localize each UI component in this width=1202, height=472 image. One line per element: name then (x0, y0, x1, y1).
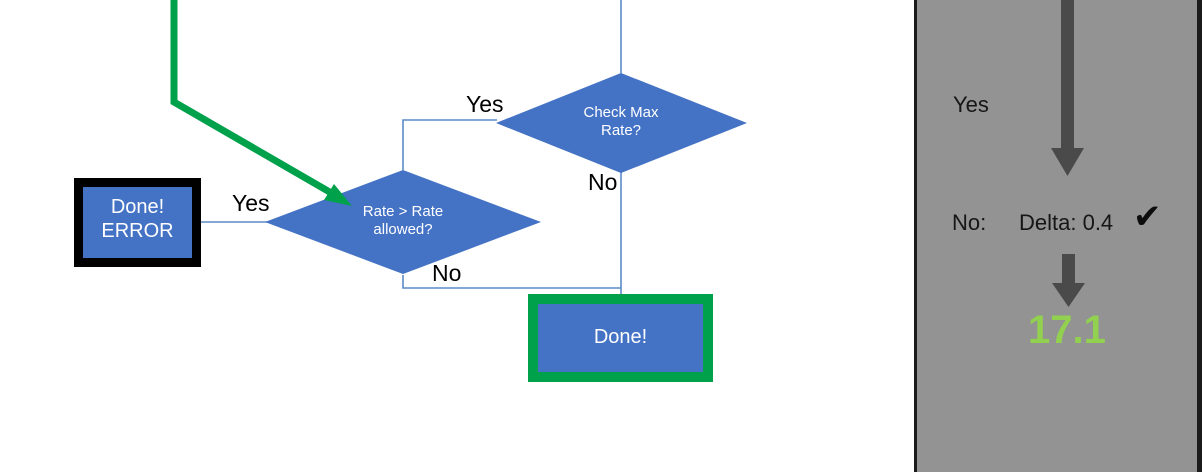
panel-arrow-long (1051, 0, 1084, 176)
node-done-error[interactable] (83, 187, 192, 258)
panel-arrow-short (1052, 254, 1085, 307)
edge-label-yes-rate-allowed: Yes (232, 190, 270, 216)
panel-branch-no-label: No: (952, 210, 987, 235)
node-done[interactable] (538, 304, 703, 372)
green-highlight-arrowhead (324, 184, 352, 206)
edge-label-yes-check-max-rate: Yes (466, 91, 504, 117)
panel-graphics (1051, 0, 1085, 307)
panel-result-value: 17.1 (1028, 308, 1106, 352)
connector-no-rate-allowed (402, 275, 621, 289)
flowchart-graphics (74, 0, 747, 382)
connector-yes-check-max-rate (402, 119, 497, 170)
flowchart-canvas: Check Max Rate? Rate > Rate allowed? Don… (74, 0, 747, 382)
panel-delta-value: Delta: 0.4 (1019, 210, 1114, 235)
edge-label-no-check-max-rate: No (588, 169, 618, 195)
node-check-max-rate[interactable] (496, 73, 747, 173)
node-rate-gt-rate-allowed[interactable] (265, 170, 541, 274)
edge-label-no-rate-allowed: No (432, 260, 462, 286)
check-icon: ✔ (1133, 198, 1162, 236)
green-highlight-arrow-path (170, 0, 342, 202)
detail-panel: Yes No: Delta: 0.4 ✔ 17.1 (914, 0, 1202, 472)
panel-branch-yes-label: Yes (953, 92, 989, 117)
